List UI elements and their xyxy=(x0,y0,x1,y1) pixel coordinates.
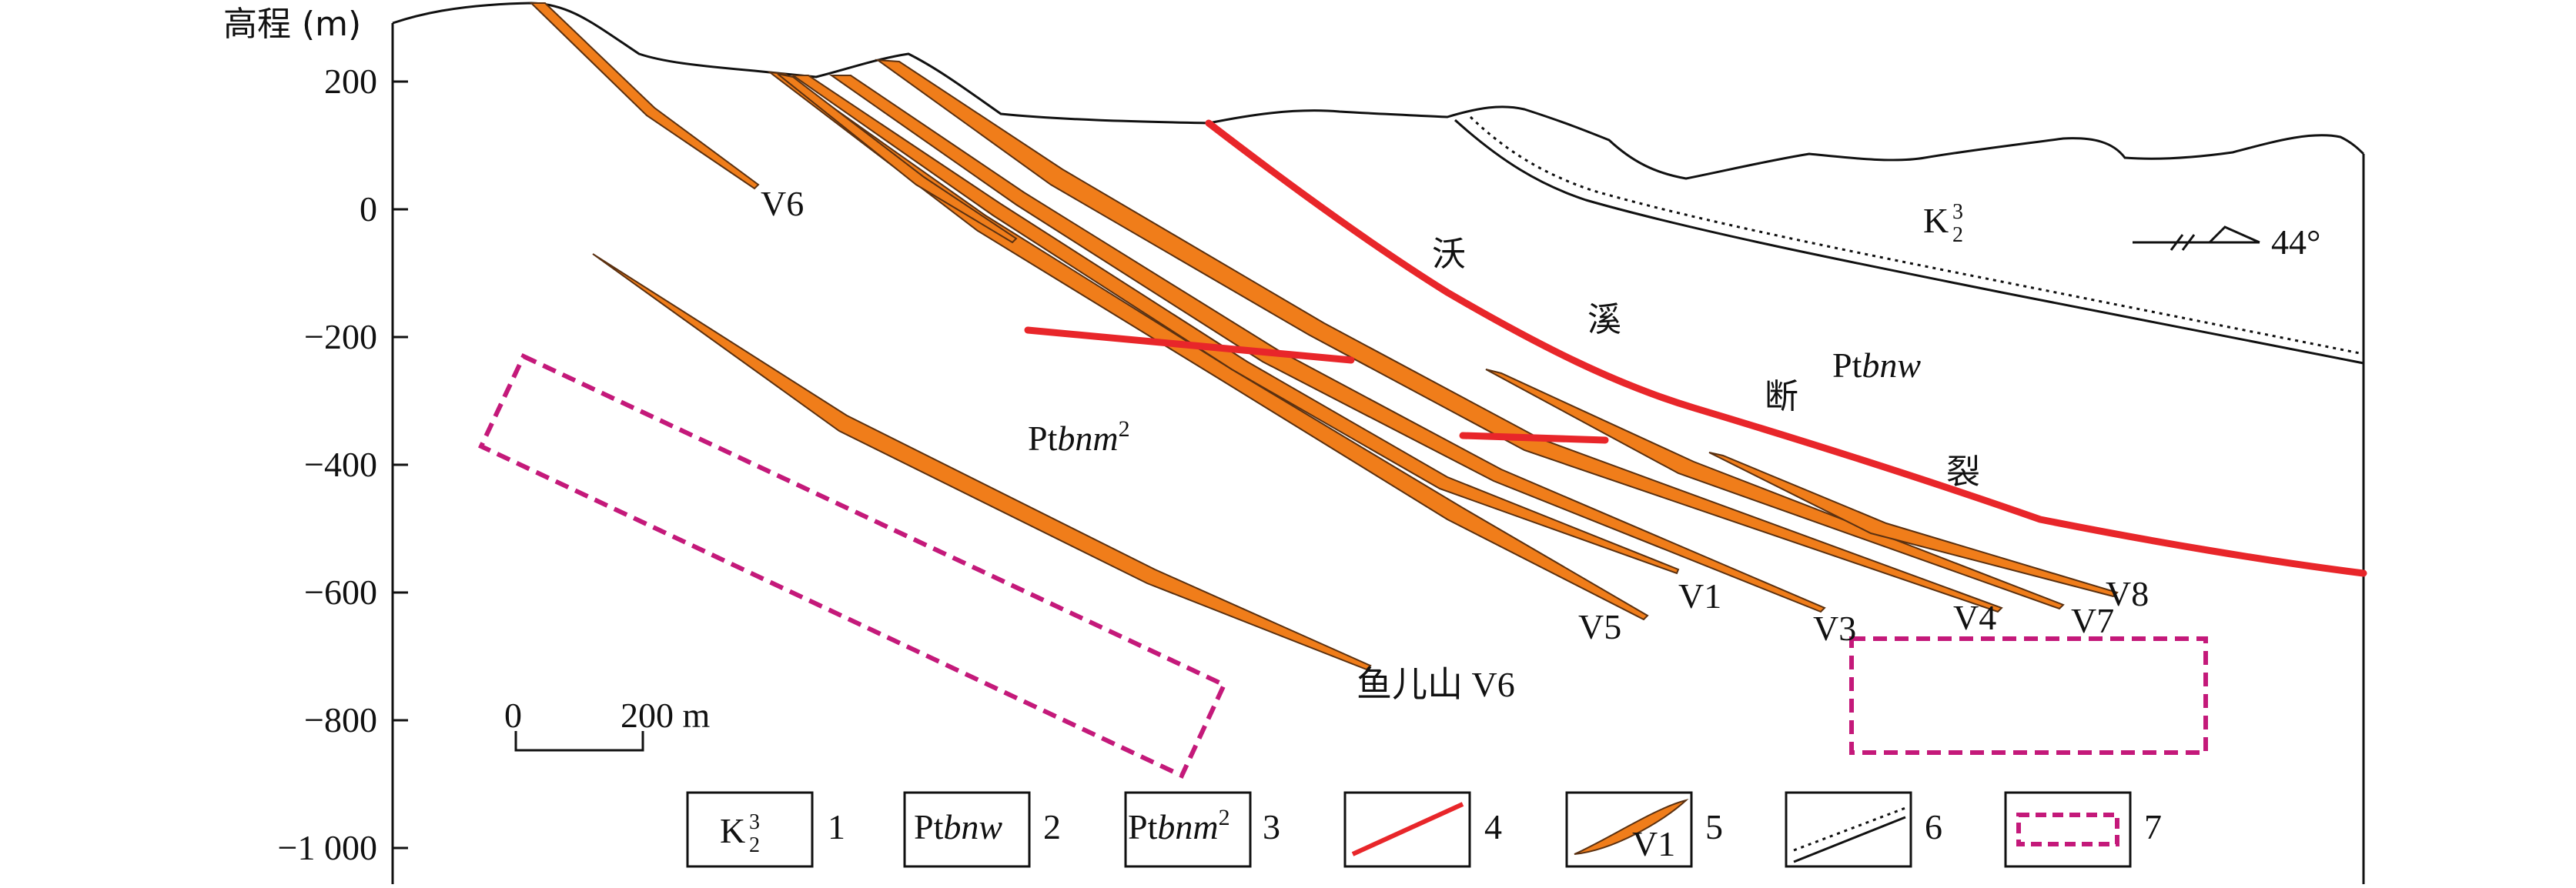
target-zone-left xyxy=(478,353,1227,779)
fault-name-char: 裂 xyxy=(1946,452,1980,492)
legend-number: 4 xyxy=(1484,807,1502,846)
unit-label-ptbnm2: Ptbnm2 xyxy=(1028,416,1130,458)
svg-text:V1: V1 xyxy=(1632,824,1675,863)
tick-label: −200 xyxy=(304,317,377,356)
fault-name-char: 断 xyxy=(1765,377,1798,416)
legend-number: 2 xyxy=(1043,807,1061,846)
unit-label-ptbnw: Ptbnw xyxy=(1832,346,1921,385)
tick-label: −800 xyxy=(304,700,377,739)
dip-value: 44° xyxy=(2271,222,2320,262)
scale-bar: 0 200 m xyxy=(504,696,711,752)
fault-name-char: 沃 xyxy=(1432,235,1466,274)
tick-label: 200 xyxy=(324,62,377,101)
legend: K 2 3 1 Ptbnw 2 Ptbnm2 3 4 V1 5 6 7 xyxy=(686,791,2162,868)
ore-body-branch xyxy=(777,73,1018,244)
label-v7: V7 xyxy=(2071,601,2114,640)
svg-text:K: K xyxy=(1923,201,1949,240)
tick-label: −400 xyxy=(304,445,377,484)
ore-bodies xyxy=(529,2,2119,671)
ore-body-v1 xyxy=(790,75,1680,575)
target-zone-right xyxy=(1849,636,2208,755)
ore-body-v7 xyxy=(1485,369,2065,610)
fault-name-char: 溪 xyxy=(1587,300,1621,339)
svg-text:2: 2 xyxy=(1952,223,1963,247)
boundary-dotted-line xyxy=(1469,115,2364,356)
boundary-solid-line xyxy=(1454,119,2364,365)
label-yuershan-v6: 鱼儿山 V6 xyxy=(1357,665,1515,704)
y-axis-title: 高程 (m) xyxy=(223,5,361,44)
svg-text:Ptbnm2: Ptbnm2 xyxy=(1128,805,1230,846)
fault-segment-1 xyxy=(1024,326,1355,364)
legend-number: 5 xyxy=(1705,807,1723,846)
topographic-surface xyxy=(392,2,2365,180)
ore-body-yuershan-v6 xyxy=(592,253,1372,671)
label-v4: V4 xyxy=(1953,598,1996,637)
ore-body-v8 xyxy=(1708,452,2119,598)
tick-label: −600 xyxy=(304,573,377,612)
label-v8: V8 xyxy=(2106,574,2149,613)
ore-body-v6-upper xyxy=(529,2,760,190)
legend-number: 3 xyxy=(1263,807,1280,846)
svg-text:Ptbnw: Ptbnw xyxy=(1832,346,1921,385)
legend-number: 6 xyxy=(1925,807,1942,846)
faults xyxy=(1024,119,2367,577)
svg-text:2: 2 xyxy=(749,833,760,857)
svg-text:3: 3 xyxy=(749,810,760,834)
svg-text:3: 3 xyxy=(1952,200,1963,224)
label-v1: V1 xyxy=(1678,576,1721,616)
y-axis: 高程 (m) 200 0 −200 −400 −600 −800 −1 000 xyxy=(223,5,408,884)
label-v3: V3 xyxy=(1813,609,1856,648)
ore-body-v4 xyxy=(875,58,2003,613)
ore-body-v3 xyxy=(828,75,1826,613)
svg-text:K: K xyxy=(720,811,745,850)
tick-label: 0 xyxy=(360,189,377,229)
legend-number: 1 xyxy=(828,807,845,846)
label-v5: V5 xyxy=(1578,607,1621,646)
woxi-fault xyxy=(1205,119,2367,577)
label-v6: V6 xyxy=(761,184,804,223)
dip-symbol: 44° xyxy=(2133,222,2320,262)
svg-text:Ptbnw: Ptbnw xyxy=(914,807,1002,846)
fault-segment-2 xyxy=(1459,432,1609,444)
svg-text:Ptbnm2: Ptbnm2 xyxy=(1028,416,1130,458)
unit-label-k23: K 2 3 xyxy=(1923,200,1963,247)
tick-label: −1 000 xyxy=(278,828,377,867)
target-zones xyxy=(478,353,2208,779)
legend-number: 7 xyxy=(2144,807,2162,846)
scale-length: 200 m xyxy=(621,696,711,735)
scale-zero: 0 xyxy=(504,696,522,735)
